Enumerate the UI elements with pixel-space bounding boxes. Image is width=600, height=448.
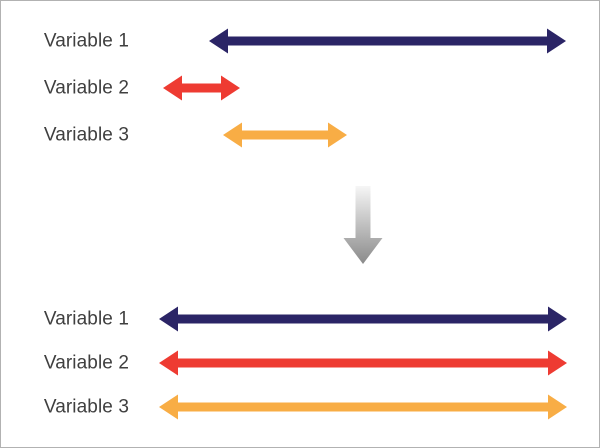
down-arrow-icon [343,186,383,269]
top-row-2-arrow [163,75,240,102]
bottom-row-2-label: Variable 2 [43,352,129,374]
top-row-3-label: Variable 3 [43,124,129,146]
bottom-row-2-arrow [159,350,567,377]
top-row-1-label: Variable 1 [43,30,129,52]
bottom-row-3-label: Variable 3 [43,396,129,418]
bottom-row-1-label: Variable 1 [43,308,129,330]
bottom-row-3-arrow [159,394,567,421]
top-row-2-label: Variable 2 [43,77,129,99]
bottom-row-1-arrow [159,306,567,333]
top-row-1-arrow [209,28,566,55]
top-row-3-arrow [223,122,347,149]
